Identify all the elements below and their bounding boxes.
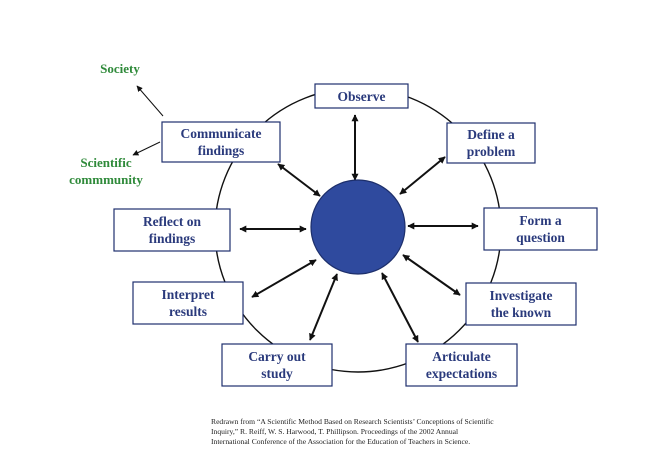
source-caption: Redrawn from “A Scientific Method Based … xyxy=(211,417,494,446)
caption-line: Redrawn from “A Scientific Method Based … xyxy=(211,417,494,426)
step-form-question: Form a question xyxy=(483,207,598,251)
step-label: findings xyxy=(149,231,196,246)
step-communicate-findings: Communicate findings xyxy=(161,121,281,163)
arrow-to-community xyxy=(132,141,161,156)
step-label: Investigate xyxy=(490,288,553,303)
arrow-communicate xyxy=(277,163,321,197)
center-circle xyxy=(310,179,406,275)
step-label: results xyxy=(169,304,207,319)
step-carry-out-study: Carry out study xyxy=(221,343,333,387)
step-label: Interpret xyxy=(162,287,215,302)
step-label: problem xyxy=(467,144,516,159)
step-box xyxy=(405,343,518,387)
step-box xyxy=(132,281,244,325)
step-box xyxy=(314,83,409,109)
step-label: Observe xyxy=(338,89,386,104)
community-label: commmunity xyxy=(69,172,143,187)
audience-arrows xyxy=(132,85,164,156)
step-box xyxy=(221,343,333,387)
step-box xyxy=(465,282,577,326)
step-label: study xyxy=(261,366,293,381)
step-label: Carry out xyxy=(248,349,306,364)
step-label: Articulate xyxy=(432,349,490,364)
community-label: Scientific xyxy=(80,155,131,170)
caption-line: International Conference of the Associat… xyxy=(211,437,470,446)
arrow-articulate xyxy=(381,272,419,343)
step-label: question xyxy=(516,230,565,245)
step-label: Define a xyxy=(467,127,515,142)
step-box xyxy=(483,207,598,251)
arrow-investigate xyxy=(402,254,461,296)
step-label: expectations xyxy=(426,366,497,381)
step-reflect-findings: Reflect on findings xyxy=(113,208,231,252)
step-label: Communicate xyxy=(181,126,262,141)
society-label: Society xyxy=(100,61,140,76)
step-investigate-known: Investigate the known xyxy=(465,282,577,326)
step-articulate-expectations: Articulate expectations xyxy=(405,343,518,387)
step-box xyxy=(161,121,281,163)
arrow-define xyxy=(399,156,446,195)
step-interpret-results: Interpret results xyxy=(132,281,244,325)
arrow-to-society xyxy=(136,85,164,117)
step-label: Reflect on xyxy=(143,214,202,229)
caption-line: Inquiry,” R. Reiff, W. S. Harwood, T. Ph… xyxy=(211,427,458,436)
step-observe: Observe xyxy=(314,83,409,109)
step-label: Form a xyxy=(519,213,562,228)
step-label: findings xyxy=(198,143,245,158)
arrow-carry xyxy=(309,273,338,341)
step-label: the known xyxy=(491,305,552,320)
step-box xyxy=(113,208,231,252)
arrow-interpret xyxy=(251,259,317,298)
step-define-problem: Define a problem xyxy=(446,122,536,164)
connector-arrows xyxy=(239,114,479,343)
step-box xyxy=(446,122,536,164)
